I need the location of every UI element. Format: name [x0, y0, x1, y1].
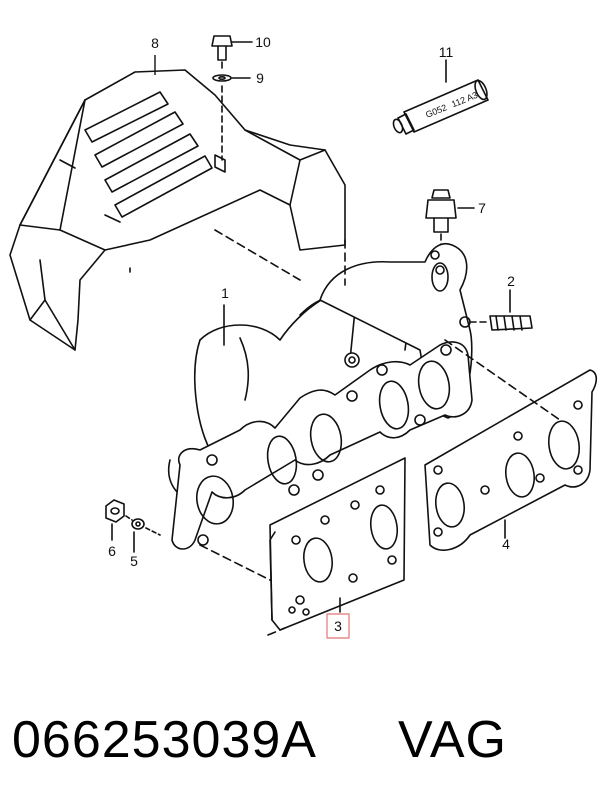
footer-caption: 066253039A VAG: [0, 700, 600, 790]
nut-6: [105, 499, 125, 541]
callout-3: 3: [334, 618, 342, 634]
callout-11: 11: [439, 44, 454, 60]
highlight-box-3: [326, 613, 350, 639]
sealant-tube-11: [392, 59, 489, 135]
stud-2: [489, 289, 533, 331]
brand-name: VAG: [398, 711, 507, 769]
exhaust-manifold-1: [168, 243, 473, 550]
gasket-3: [269, 457, 406, 631]
washer-9: [212, 74, 251, 82]
callout-1: 1: [221, 285, 229, 301]
callout-9: 9: [256, 70, 264, 86]
callout-4: 4: [502, 536, 510, 552]
callout-2: 2: [507, 273, 515, 289]
heat-shield: [9, 69, 346, 351]
callout-6: 6: [108, 543, 116, 559]
callout-5: 5: [130, 553, 138, 569]
callout-8: 8: [151, 35, 159, 51]
part-number: 066253039A: [12, 711, 317, 769]
callout-7: 7: [478, 200, 486, 216]
bolt-10: [211, 35, 253, 61]
plug-7: [425, 189, 475, 233]
washer-5: [131, 518, 145, 553]
callout-10: 10: [255, 34, 271, 50]
